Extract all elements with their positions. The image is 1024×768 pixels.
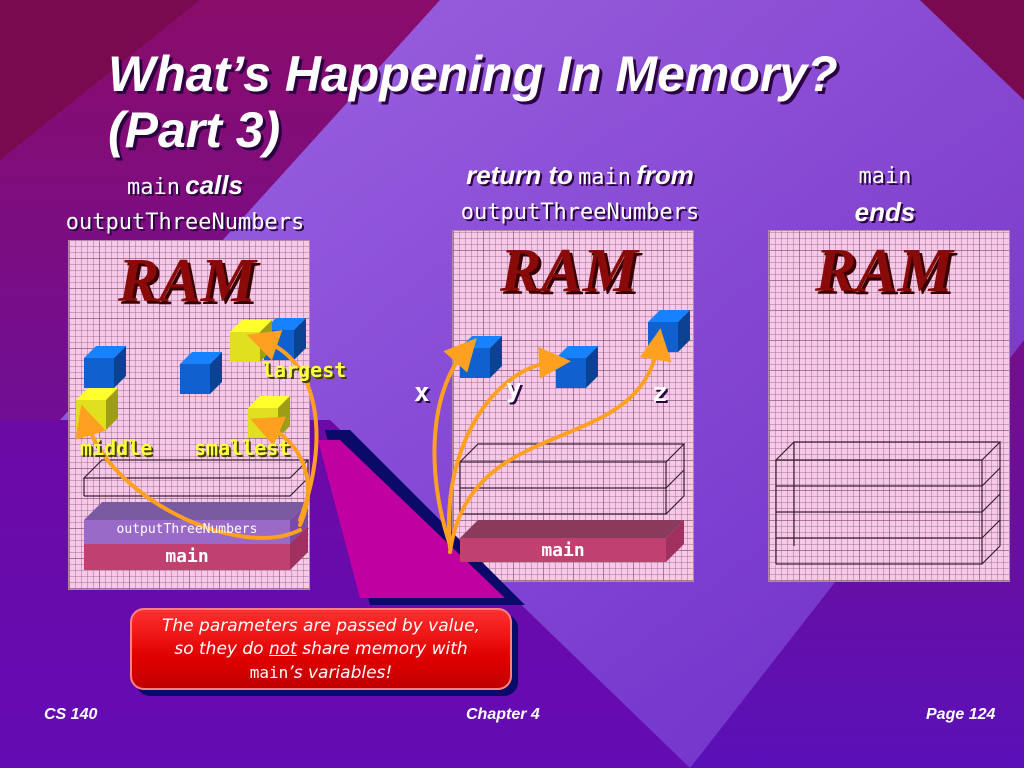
callout-line-1: The parameters are passed by value, <box>162 616 480 636</box>
label-x: x <box>414 378 430 408</box>
cube-6 <box>248 396 290 438</box>
cube-7 <box>460 336 502 378</box>
panel2-arrows <box>432 328 672 554</box>
callout-pointer-front <box>318 440 505 598</box>
ram-label-1: RAM <box>118 247 256 315</box>
panel2-caption-italic2: from <box>636 160 694 190</box>
arrow-to-y <box>446 346 571 550</box>
callout-line-2-emph: not <box>268 639 297 659</box>
panel1-frame-main-label: main <box>165 546 209 567</box>
title-line-1: What’s Happening In Memory? <box>108 46 838 102</box>
label-middle: middle <box>80 436 153 460</box>
label-z: z <box>652 378 668 408</box>
panel3-caption-italic: ends <box>854 197 916 227</box>
cube-8 <box>556 346 598 388</box>
panel1-caption-code2: outputThreeNumbers <box>65 210 305 235</box>
panel2-caption-italic1: return to <box>466 160 573 190</box>
panel1-frame-main <box>84 526 308 570</box>
panel2-stack <box>458 443 686 515</box>
panel2-frame-main-label: main <box>541 540 585 561</box>
footer-page: Page 124 <box>926 706 996 723</box>
callout-line-2: so they do not share memory with <box>132 638 510 661</box>
panel3-caption: main ends <box>800 160 970 233</box>
panel2-frame-main <box>460 520 684 562</box>
label-smallest: smallest <box>194 436 291 460</box>
cube-2 <box>180 352 222 394</box>
panel2-caption: return to main from outputThreeNumbers <box>410 158 750 231</box>
label-largest: largest <box>262 358 347 382</box>
panel1-caption-code1: main <box>127 175 181 200</box>
cube-1 <box>84 346 126 388</box>
ram-label-2: RAM <box>500 237 638 305</box>
footer-course: CS 140 <box>44 706 98 723</box>
callout-box: The parameters are passed by value, so t… <box>130 608 512 690</box>
ram-panel-3 <box>768 230 1010 582</box>
arrow-to-middle <box>75 404 302 540</box>
callout-line-2-pre: so they do <box>174 639 269 659</box>
callout-line-3-code: main <box>249 663 289 682</box>
slide-title: What’s Happening In Memory? (Part 3) <box>108 46 988 158</box>
panel1-arrows <box>75 330 319 540</box>
arrow-to-smallest <box>250 416 310 527</box>
arrow-to-z <box>448 328 672 554</box>
panel2-caption-code1: main <box>578 165 632 190</box>
arrow-to-x <box>432 338 477 547</box>
panel1-caption-italic: calls <box>185 170 243 200</box>
panel1-frame-output-label: outputThreeNumbers <box>116 522 258 537</box>
callout-line-3: main’s variables! <box>132 661 510 685</box>
callout-line-2-post: share memory with <box>296 639 468 659</box>
cube-5 <box>76 388 118 430</box>
cube-9 <box>648 310 690 352</box>
callout-line-3-post: ’s variables! <box>288 663 393 683</box>
panel1-caption: main calls outputThreeNumbers <box>20 168 350 241</box>
panel2-caption-code2: outputThreeNumbers <box>460 200 700 225</box>
panel1-stack <box>82 459 310 497</box>
panel1-frame-output <box>84 502 308 544</box>
label-y: y <box>506 374 522 404</box>
title-line-2: (Part 3) <box>108 102 281 158</box>
panel3-caption-code: main <box>858 164 912 189</box>
footer-chapter: Chapter 4 <box>466 706 540 723</box>
ram-label-3: RAM <box>815 237 953 305</box>
panel3-stack <box>774 441 1002 565</box>
